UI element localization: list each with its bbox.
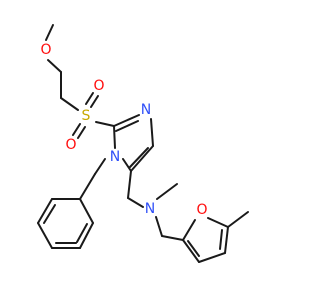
bond-ch2-s: [60, 97, 79, 111]
bond-furan-methyl: [227, 211, 249, 228]
bond-s-o-lower-b: [77, 126, 86, 139]
bond-c4-c5-inner: [129, 147, 149, 168]
bond-furan-c5-c4-inner: [219, 229, 223, 250]
bond-furan-c3-c2: [182, 239, 200, 263]
bond-c2-n3-inner: [115, 120, 139, 132]
sulfur-label: S: [82, 108, 91, 124]
bond-ch2-furan: [161, 235, 184, 241]
bond-c5-ch2: [127, 170, 132, 199]
bond-ch2-phenyl: [79, 173, 96, 200]
bond-n-ch2: [155, 216, 163, 237]
bond-ch2-n: [127, 197, 144, 208]
methoxy-oxygen-label: O: [40, 42, 51, 58]
bond-n-methyl: [156, 183, 178, 200]
sulfonyl-oxygen-upper-label: O: [93, 78, 104, 94]
bond-furan-c5-c4: [224, 226, 229, 254]
bond-ph-5: [37, 198, 53, 224]
furan-oxygen-label: O: [196, 202, 207, 218]
bond-s-c2: [95, 121, 115, 127]
bond-s-o-lower-a: [72, 123, 81, 136]
bond-n3-c4: [150, 118, 154, 147]
bond-c4-c5: [130, 145, 154, 172]
bond-furan-c3-c2-inner: [187, 240, 200, 257]
bond-o-ch2: [47, 59, 62, 73]
bond-s-o-upper-a: [85, 92, 94, 105]
bond-furan-o-c5: [207, 217, 229, 228]
bond-ph-inner-2: [43, 204, 56, 224]
bond-n1-c2: [113, 125, 116, 149]
bond-methyl-o: [45, 24, 54, 41]
bond-n1-ch2: [94, 158, 106, 175]
bond-ph-4: [37, 222, 53, 249]
bond-s-o-upper-b: [90, 95, 99, 108]
molecule-canvas: O O S O N N N O: [37, 24, 249, 263]
bond-furan-c2-o: [182, 219, 196, 241]
bond-ph-1: [79, 198, 94, 224]
imidazole-n3-label: N: [141, 102, 151, 118]
molecule-structure: O O S O N N N O: [37, 24, 249, 263]
bond-ph-2: [79, 222, 94, 249]
bond-c5-n1: [122, 158, 132, 172]
bond-furan-c4-c3: [198, 252, 226, 263]
amine-nitrogen-label: N: [145, 201, 155, 217]
sulfonyl-oxygen-lower-label: O: [65, 137, 76, 153]
bond-ph-inner-1: [76, 223, 88, 243]
bond-c2-n3: [113, 114, 140, 127]
imidazole-n1-label: N: [110, 149, 120, 165]
bond-layer: [37, 24, 249, 263]
atom-label-layer: O O S O N N N O: [40, 42, 207, 218]
